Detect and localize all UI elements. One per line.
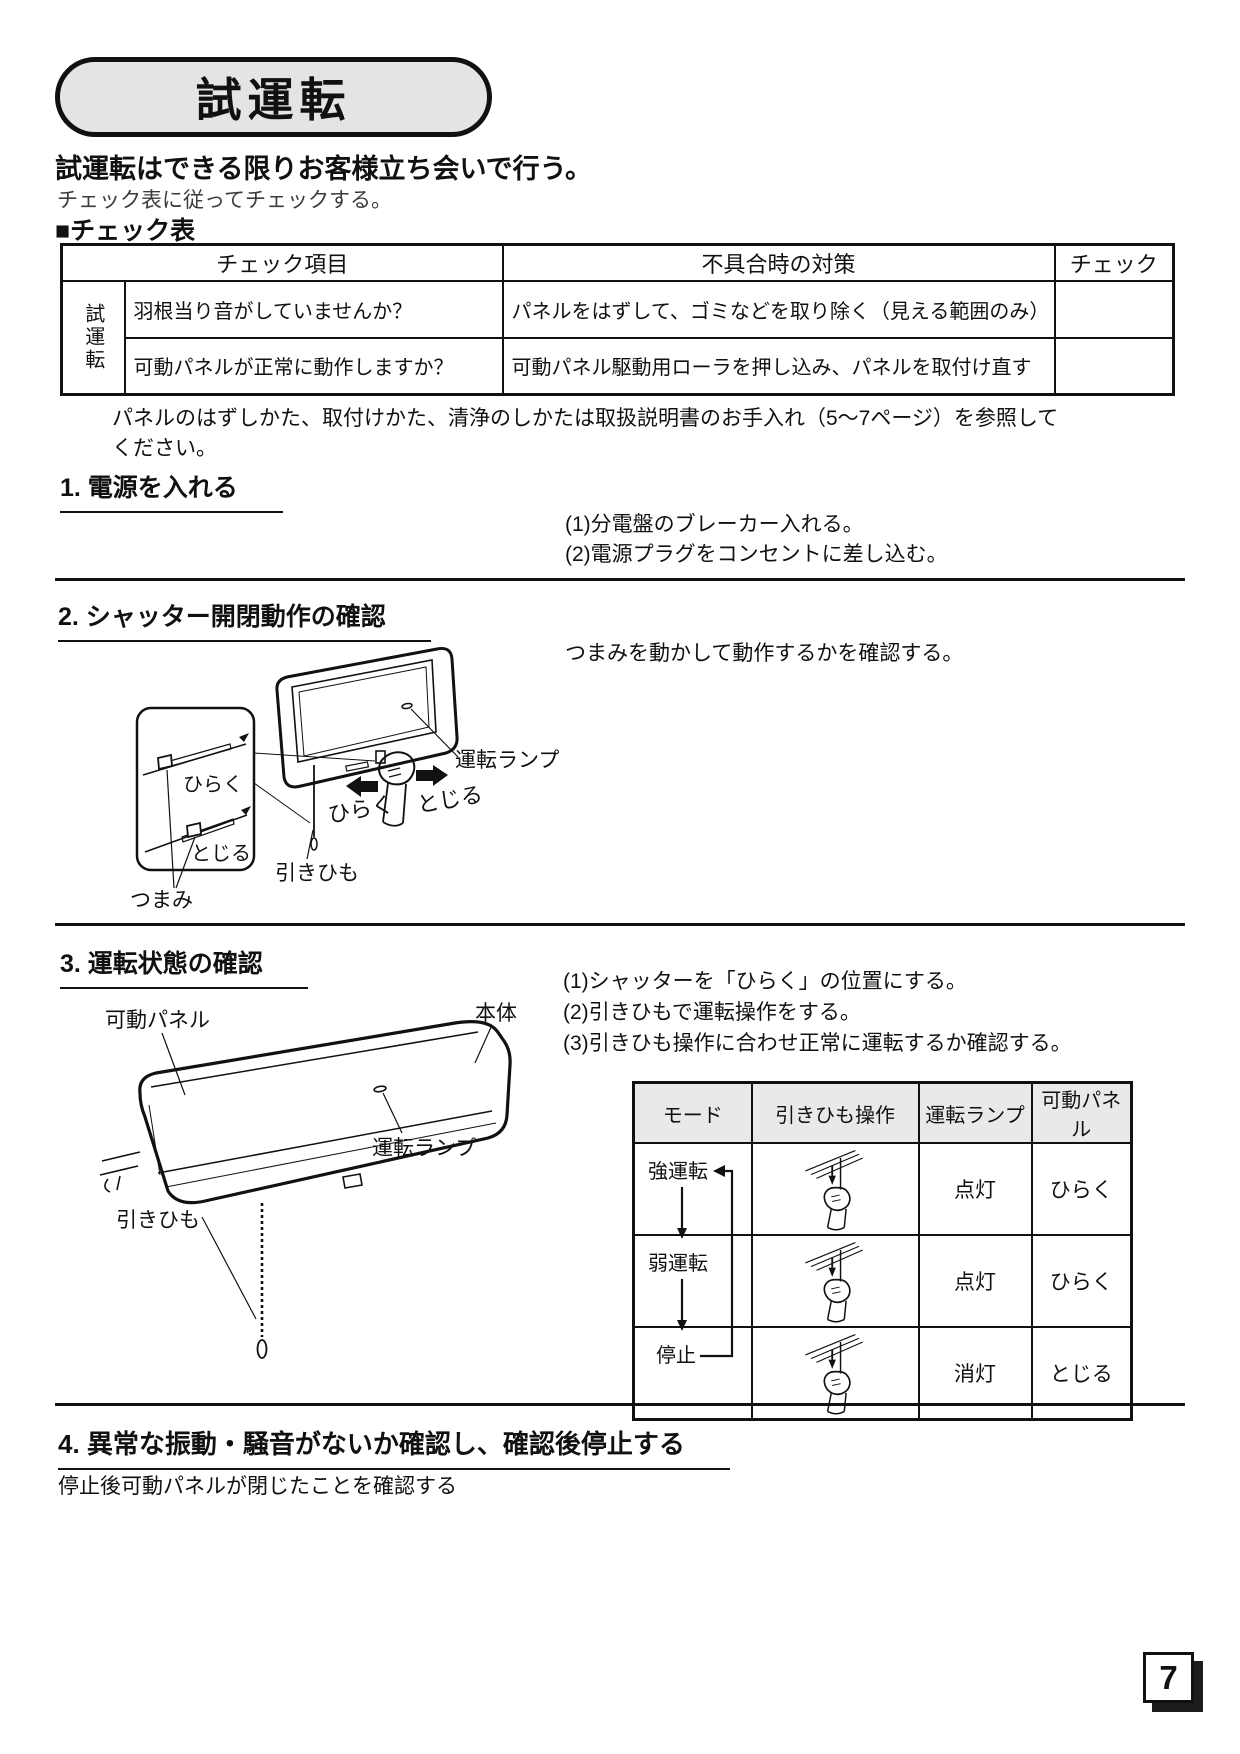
pull-cord-icon xyxy=(805,1333,864,1415)
table-row: 点灯 ひらく xyxy=(632,1142,1133,1236)
step: (3)引きひも操作に合わせ正常に運転するか確認する。 xyxy=(563,1032,1072,1055)
step: (2)電源プラグをコンセントに差し込む。 xyxy=(565,543,948,566)
mode-table-container: モード 引きひも操作 運転ランプ 可動パネル xyxy=(632,1081,1133,1421)
col-header-mode: モード xyxy=(632,1081,753,1144)
section3-steps: (1)シャッターを「ひらく」の位置にする。 (2)引きひもで運転操作をする。 (… xyxy=(563,966,1072,1059)
shutter-operation-illustration: ひらく とじる つまみ 引きひも ひらく xyxy=(130,647,559,912)
arrow-open-label: ひらく xyxy=(326,791,395,827)
col-header-item: チェック項目 xyxy=(60,243,504,282)
mode-table-header-row: モード 引きひも操作 運転ランプ 可動パネル xyxy=(632,1081,1133,1144)
reference-note-line1: パネルのはずしかた、取付けかた、清浄のしかたは取扱説明書のお手入れ（5～7ページ… xyxy=(112,407,1059,430)
mode-table: モード 引きひも操作 運転ランプ 可動パネル xyxy=(632,1081,1133,1421)
check-cell xyxy=(1053,279,1175,339)
page-number-box: 7 xyxy=(1143,1652,1194,1703)
section-divider xyxy=(55,923,1185,926)
check-table-header-row: チェック項目 不具合時の対策 チェック xyxy=(60,243,1175,282)
section-divider xyxy=(55,1403,1185,1406)
pull-cord-icon xyxy=(805,1242,864,1323)
knob-open xyxy=(157,753,173,771)
col-header-action: 不具合時の対策 xyxy=(501,243,1056,282)
section1-steps: (1)分電盤のブレーカー入れる。 (2)電源プラグをコンセントに差し込む。 xyxy=(565,510,948,570)
section3-heading: 3. 運転状態の確認 xyxy=(60,944,308,989)
pull-operation-cell xyxy=(750,1142,920,1236)
knob-close xyxy=(186,821,202,839)
step: (1)シャッターを「ひらく」の位置にする。 xyxy=(563,970,967,993)
sub-statement: チェック表に従ってチェックする。 xyxy=(57,189,392,212)
check-action: パネルをはずして、ゴミなどを取り除く（見える範囲のみ） xyxy=(501,279,1056,339)
table-row: 点灯 ひらく xyxy=(632,1234,1133,1328)
table-row: 可動パネルが正常に動作しますか？ 可動パネル駆動用ローラを押し込み、パネルを取付… xyxy=(62,336,1175,396)
section1-heading: 1. 電源を入れる xyxy=(60,468,283,513)
lamp-state: 点灯 xyxy=(917,1142,1033,1236)
fan-unit-body xyxy=(138,1020,512,1205)
lead-statement: 試運転はできる限りお客様立ち会いで行う。 xyxy=(55,154,593,184)
knob-label: つまみ xyxy=(130,889,193,912)
page-title-pill: 試運転 xyxy=(55,57,492,137)
col-header-operation: 引きひも操作 xyxy=(750,1081,920,1144)
section2-note: つまみを動かして動作するかを確認する。 xyxy=(565,642,964,665)
operation-lamp-mark xyxy=(373,1085,387,1093)
pull-operation-cell xyxy=(750,1234,920,1328)
cord-label: 引きひも xyxy=(116,1209,200,1232)
fan-unit-body xyxy=(275,647,459,789)
section4-note: 停止後可動パネルが閉じたことを確認する xyxy=(58,1475,457,1498)
mount-bracket xyxy=(99,1151,141,1193)
close-direction-arrow xyxy=(433,765,448,786)
check-table: チェック項目 不具合時の対策 チェック 試運転 羽根当り音がしていませんか？ パ… xyxy=(60,243,1176,396)
arrow-close-label: とじる xyxy=(415,782,484,818)
section-divider xyxy=(55,578,1185,581)
inset-close-label: とじる xyxy=(191,843,251,865)
section2-heading: 2. シャッター開閉動作の確認 xyxy=(58,597,431,642)
col-header-panel: 可動パネル xyxy=(1030,1081,1133,1144)
body-label: 本体 xyxy=(475,1002,517,1025)
panel-state: ひらく xyxy=(1030,1142,1133,1236)
check-item: 可動パネルが正常に動作しますか？ xyxy=(123,336,504,396)
section4-heading: 4. 異常な振動・騒音がないか確認し、確認後停止する xyxy=(58,1424,730,1470)
page-title: 試運転 xyxy=(195,74,352,126)
check-table-container: チェック項目 不具合時の対策 チェック 試運転 羽根当り音がしていませんか？ パ… xyxy=(60,243,1176,396)
page-number: 7 xyxy=(1159,1658,1178,1696)
lamp-state: 点灯 xyxy=(917,1234,1033,1328)
unit-overview-illustration: 可動パネル 本体 運転ランプ 引きひも xyxy=(99,1002,517,1359)
mode-cell xyxy=(632,1234,753,1328)
col-header-check: チェック xyxy=(1053,243,1175,282)
check-action: 可動パネル駆動用ローラを押し込み、パネルを取付け直す xyxy=(501,336,1056,396)
reference-note: パネルのはずしかた、取付けかた、清浄のしかたは取扱説明書のお手入れ（5～7ページ… xyxy=(112,404,1192,464)
lamp-label: 運転ランプ xyxy=(455,749,559,772)
check-table-heading: ■チェック表 xyxy=(55,217,196,245)
hand-illustration xyxy=(377,751,416,786)
step: (2)引きひもで運転操作をする。 xyxy=(563,1001,861,1024)
operation-lamp-mark xyxy=(401,702,413,710)
inset-open-label: ひらく xyxy=(183,774,243,796)
check-cell xyxy=(1053,336,1175,396)
step: (1)分電盤のブレーカー入れる。 xyxy=(565,513,864,536)
row-group-label: 試運転 xyxy=(60,279,126,396)
lamp-label: 運転ランプ xyxy=(372,1137,476,1160)
cord-label: 引きひも xyxy=(275,862,359,885)
movable-panel-label: 可動パネル xyxy=(105,1009,210,1032)
inset-detail-box xyxy=(135,706,256,872)
pull-cord-icon xyxy=(805,1150,864,1231)
col-header-lamp: 運転ランプ xyxy=(917,1081,1033,1144)
panel-state: ひらく xyxy=(1030,1234,1133,1328)
mode-cell xyxy=(632,1142,753,1236)
table-row: 試運転 羽根当り音がしていませんか？ パネルをはずして、ゴミなどを取り除く（見え… xyxy=(60,279,1175,396)
open-direction-arrow xyxy=(346,776,361,797)
check-item: 羽根当り音がしていませんか？ xyxy=(123,279,504,339)
reference-note-line2: ください。 xyxy=(112,437,217,460)
